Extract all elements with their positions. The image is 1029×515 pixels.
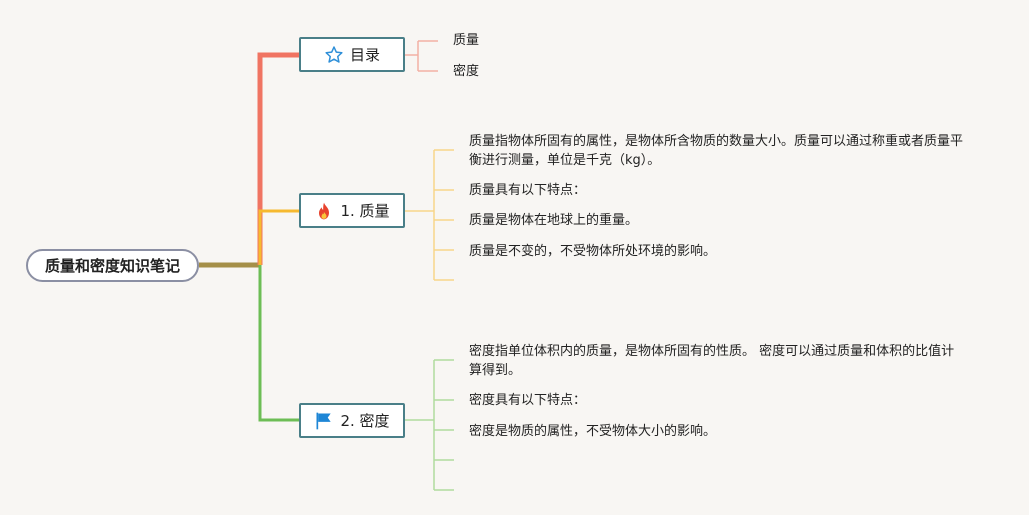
- catalog-leaf-connector: [405, 40, 438, 72]
- catalog-label: 目录: [349, 46, 380, 64]
- catalog-item-mass[interactable]: 质量: [453, 33, 480, 48]
- root-node[interactable]: 质量和密度知识笔记: [26, 249, 199, 282]
- catalog-connector: [257, 52, 299, 265]
- density-connector: [258, 265, 299, 422]
- density-note-features-heading[interactable]: 密度具有以下特点：: [469, 393, 587, 408]
- mass-note-feature-1[interactable]: 质量是物体在地球上的重量。: [469, 213, 639, 228]
- mass-node[interactable]: 1. 质量: [299, 193, 405, 228]
- mass-leaf-connector: [405, 149, 454, 281]
- mass-connector: [258, 209, 299, 265]
- density-node[interactable]: 2. 密度: [299, 403, 405, 438]
- density-label: 2. 密度: [340, 412, 390, 430]
- fire-icon: [314, 201, 334, 221]
- mass-note-features-heading[interactable]: 质量具有以下特点：: [469, 183, 587, 198]
- root-label: 质量和密度知识笔记: [44, 257, 180, 275]
- star-icon: [324, 45, 344, 65]
- density-leaf-connector: [405, 359, 454, 491]
- catalog-item-density[interactable]: 密度: [453, 64, 480, 79]
- mass-note-definition[interactable]: 质量指物体所固有的属性，是物体所含物质的数量大小。质量可以通过称重或者质量平衡进…: [469, 134, 964, 168]
- mass-note-feature-2[interactable]: 质量是不变的，不受物体所处环境的影响。: [469, 244, 717, 259]
- density-note-feature-1[interactable]: 密度是物质的属性，不受物体大小的影响。: [469, 424, 717, 439]
- mass-label: 1. 质量: [340, 202, 390, 220]
- density-note-definition[interactable]: 密度指单位体积内的质量，是物体所固有的性质。 密度可以通过质量和体积的比值计算得…: [469, 344, 955, 378]
- catalog-node[interactable]: 目录: [299, 37, 405, 72]
- flag-icon: [314, 411, 334, 431]
